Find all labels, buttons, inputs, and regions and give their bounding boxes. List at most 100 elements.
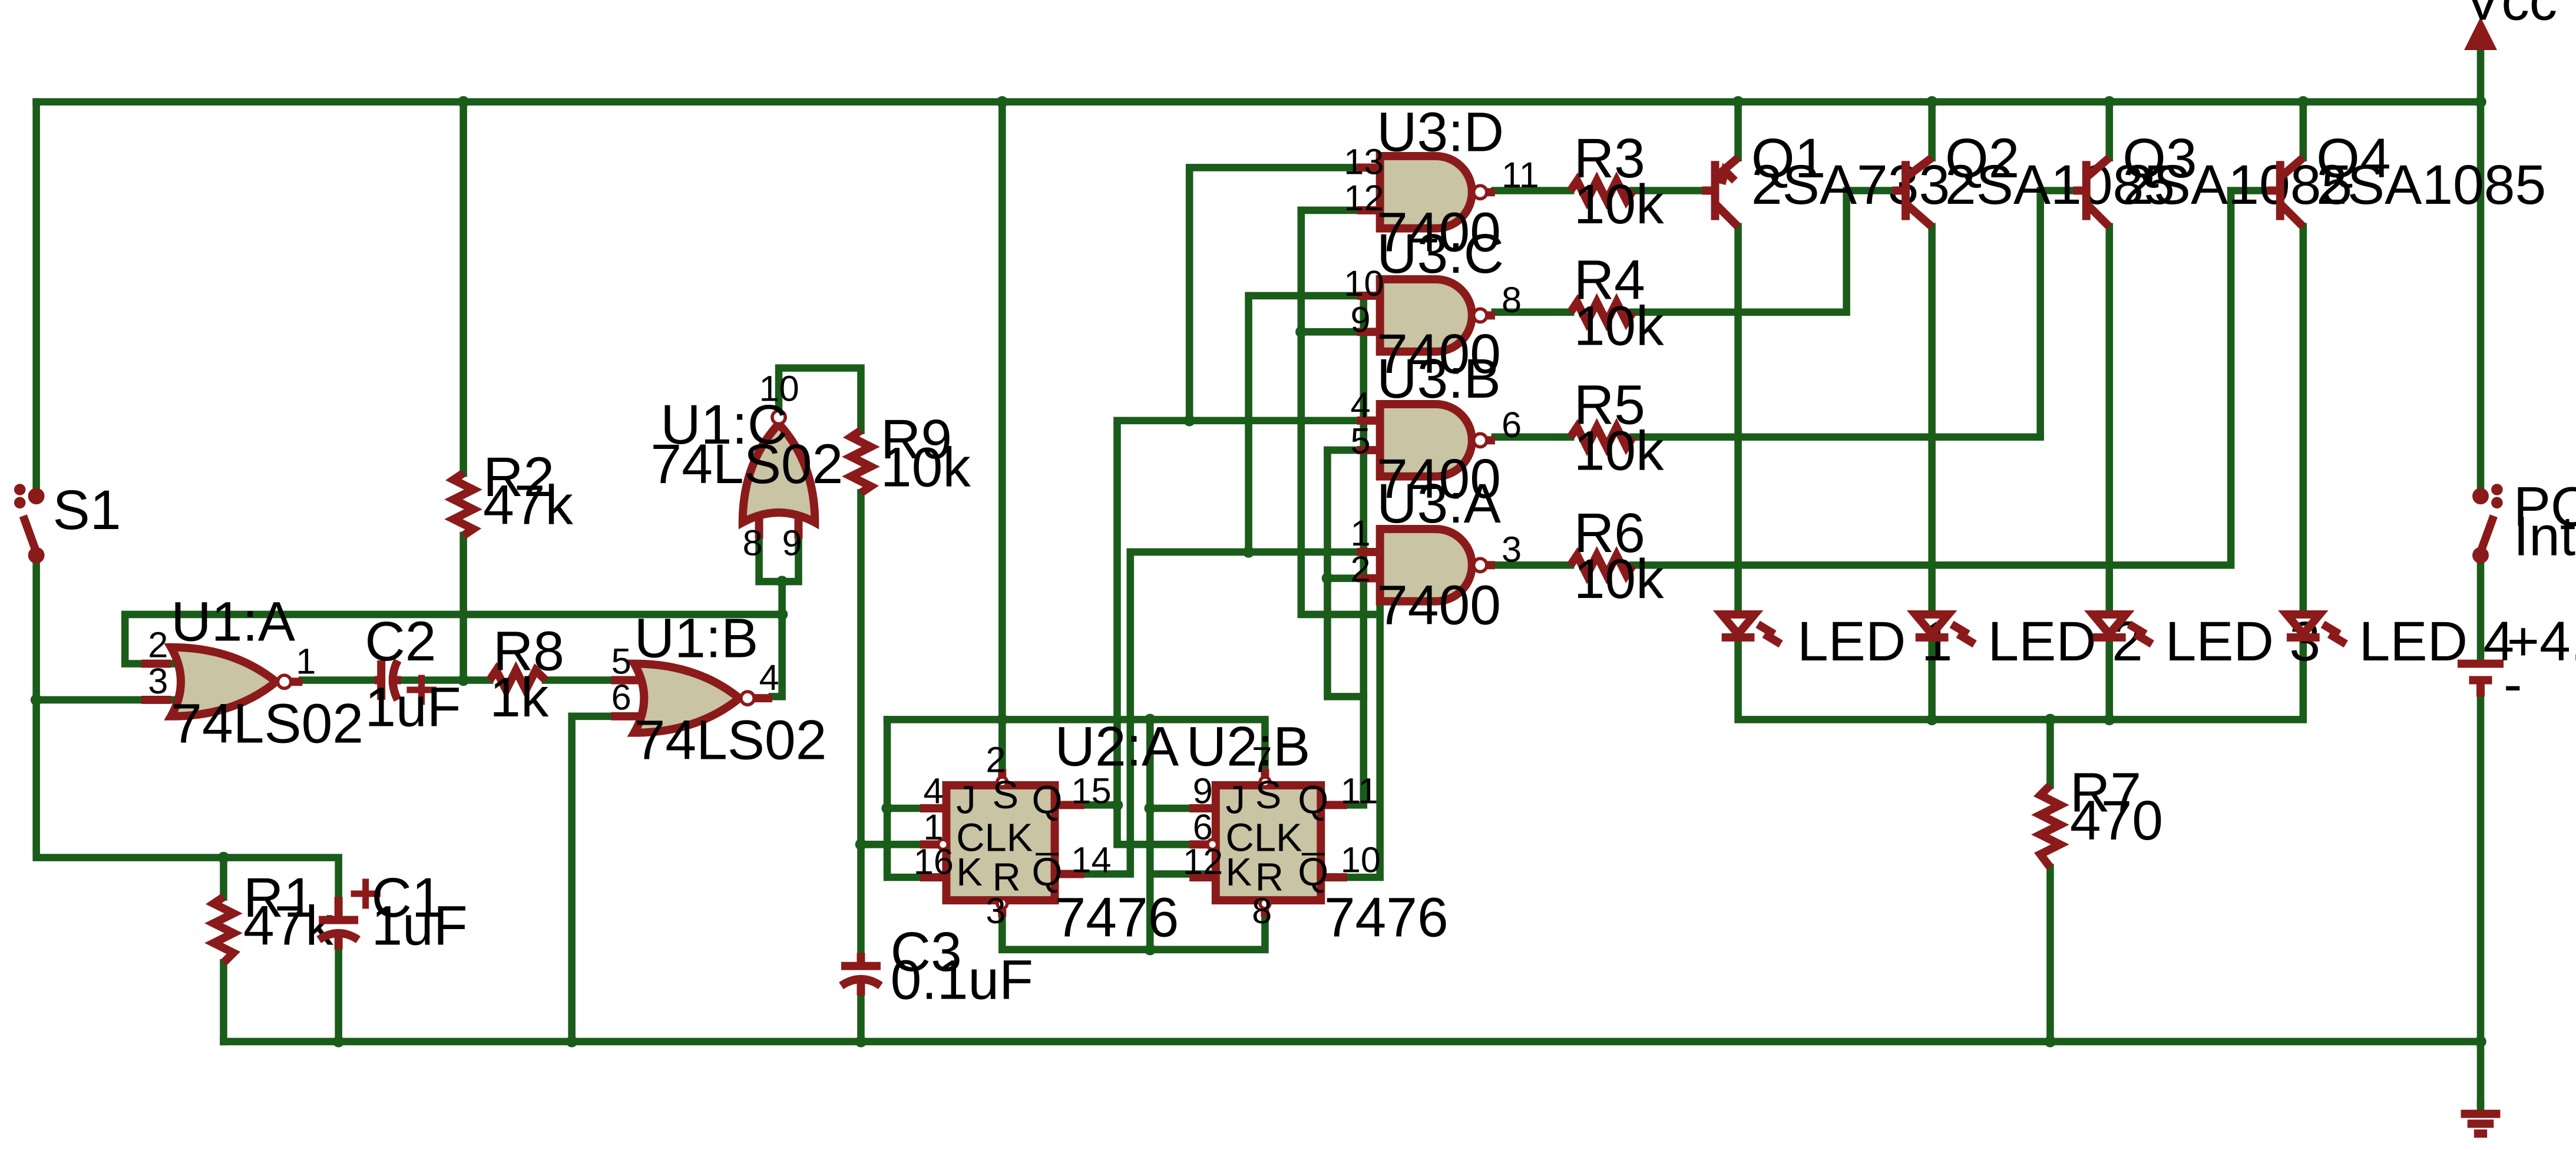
- r4-value: 10k: [1574, 295, 1664, 358]
- q4-part: 2SA1085: [2316, 154, 2546, 216]
- r3-name: R3: [1574, 127, 1645, 190]
- u3c-pin-a: 10: [1344, 263, 1384, 303]
- c2-name: C2: [365, 610, 436, 673]
- u2a-label-r: R: [993, 855, 1021, 899]
- u2a-label-qbar: Q̅: [1031, 850, 1062, 894]
- r8-value: 1k: [490, 666, 549, 729]
- resistor-r6: R6 10k: [1567, 502, 1664, 610]
- power-switch: POWER Interrupt: [2472, 475, 2576, 568]
- led3-label: LED 3: [2165, 610, 2320, 673]
- r6-value: 10k: [1574, 548, 1664, 610]
- u2a-part: 7476: [1055, 886, 1179, 949]
- led4-label: LED 4: [2359, 610, 2514, 673]
- r2-value: 47k: [483, 474, 573, 537]
- u1b-pin-a: 5: [611, 640, 631, 681]
- u2b-label-j: J: [1226, 778, 1245, 822]
- u2b-pin-j: 9: [1193, 771, 1213, 811]
- resistor-r2: R2 47k: [444, 446, 574, 539]
- flip-flop-u2b: J CLK K Q Q̅ S R 9 6 12 11 10 7 8 U2:B 7…: [1183, 715, 1449, 949]
- u3a-pin-out: 3: [1502, 529, 1522, 570]
- nand-gate-u3a: 1 2 3 U3:A 7400: [1350, 472, 1522, 637]
- r4-name: R4: [1574, 249, 1645, 312]
- u3d-pin-out: 11: [1502, 154, 1539, 195]
- u2a-pin-q: 15: [1071, 771, 1111, 811]
- r9-name: R9: [881, 408, 952, 471]
- u2b-label-qbar: Q̅: [1298, 850, 1328, 894]
- r5-value: 10k: [1574, 420, 1664, 483]
- transistor-q4: Q4 2SA1085: [2267, 127, 2546, 230]
- vcc-label: Vcc: [2464, 0, 2557, 32]
- q4-name: Q4: [2316, 127, 2390, 190]
- u1a-pin-a: 2: [148, 624, 168, 665]
- capacitor-c1: + C1 1uF: [316, 860, 468, 957]
- u3d-pin-a: 13: [1344, 141, 1384, 182]
- c1-value: 1uF: [371, 894, 467, 957]
- nor-gate-u1a: 2 3 1 U1:A 74LS02: [141, 591, 363, 755]
- u1a-pin-out: 1: [296, 640, 316, 681]
- nand-gate-u3d: 13 12 11 U3:D 7400: [1344, 101, 1539, 264]
- switch-s1: S1: [14, 479, 121, 564]
- nor-gate-u1c: 8 9 10 U1:C 74LS02: [651, 368, 844, 563]
- transistor-q1: Q1 2SA733: [1702, 127, 1950, 230]
- nor-gate-u1b: 5 6 4 U1:B 74LS02: [611, 607, 827, 771]
- u1c-name: U1:C: [660, 394, 788, 456]
- u2b-label-k: K: [1226, 850, 1252, 894]
- r8-name: R8: [493, 620, 564, 683]
- u3a-pin-b: 2: [1350, 548, 1370, 589]
- u2b-label-clk: CLK: [1226, 815, 1302, 860]
- r9-value: 10k: [881, 436, 971, 498]
- led-4: LED 4: [2278, 610, 2514, 673]
- u2a-pin-s: 2: [986, 739, 1006, 780]
- u3d-part: 7400: [1377, 201, 1501, 264]
- u2b-name: U2:B: [1186, 715, 1311, 778]
- c3-name: C3: [891, 921, 962, 983]
- u1b-pin-out: 4: [759, 657, 779, 698]
- u2b-pin-s: 7: [1252, 739, 1272, 780]
- u2b-pin-q: 11: [1341, 771, 1378, 811]
- u2b-pin-k: 12: [1183, 841, 1223, 882]
- u3c-pin-out: 8: [1502, 279, 1522, 320]
- u2a-pin-k: 16: [914, 841, 954, 882]
- resistor-r1: R1 47k: [204, 867, 333, 966]
- resistor-r4: R4 10k: [1567, 249, 1664, 358]
- nand-gate-u3b: 4 5 6 U3:B 7400: [1350, 348, 1522, 510]
- u2a-label-q: Q: [1031, 778, 1062, 822]
- u2a-label-k: K: [956, 850, 983, 894]
- u3b-pin-b: 5: [1350, 421, 1370, 461]
- u2a-pin-clk: 1: [923, 807, 943, 847]
- u2a-name: U2:A: [1055, 715, 1180, 778]
- resistor-r7: R7 470: [2031, 762, 2163, 870]
- u1c-part: 74LS02: [651, 433, 844, 495]
- u1c-pin-a: 8: [743, 523, 763, 563]
- q3-part: 2SA1085: [2122, 154, 2352, 216]
- c1-plus: +: [348, 860, 383, 926]
- battery-minus: -: [2504, 653, 2522, 716]
- u2b-pin-clk: 6: [1193, 807, 1213, 847]
- led-1: LED 1: [1712, 610, 1952, 673]
- u2a-pin-j: 4: [923, 771, 943, 811]
- resistor-r5: R5 10k: [1567, 374, 1664, 483]
- power-switch-name: POWER: [2514, 475, 2576, 538]
- u3c-part: 7400: [1377, 323, 1501, 385]
- q1-name: Q1: [1751, 127, 1826, 190]
- u1b-pin-b: 6: [611, 677, 631, 718]
- u3a-name: U3:A: [1377, 472, 1502, 535]
- vcc-terminal: Vcc: [2463, 0, 2557, 51]
- q2-part: 2SA1085: [1945, 154, 2175, 216]
- u2b-pin-r: 8: [1252, 890, 1272, 931]
- ground-symbol: [2461, 1109, 2501, 1138]
- resistor-r9: R9 10k: [842, 408, 971, 498]
- led1-label: LED 1: [1797, 610, 1952, 673]
- u1a-pin-b: 3: [148, 660, 168, 701]
- u3c-name: U3:C: [1377, 223, 1504, 285]
- r1-name: R1: [243, 867, 315, 929]
- u2a-label-clk: CLK: [956, 815, 1033, 860]
- c2-value: 1uF: [365, 676, 461, 739]
- u3a-part: 7400: [1377, 574, 1501, 637]
- c1-name: C1: [371, 867, 442, 929]
- battery-value: +4.5V: [2507, 610, 2576, 673]
- c2-plus: +: [404, 657, 439, 723]
- power-switch-desc: Interrupt: [2514, 505, 2576, 568]
- wires: [32, 42, 2485, 1118]
- u3c-pin-b: 9: [1350, 299, 1370, 339]
